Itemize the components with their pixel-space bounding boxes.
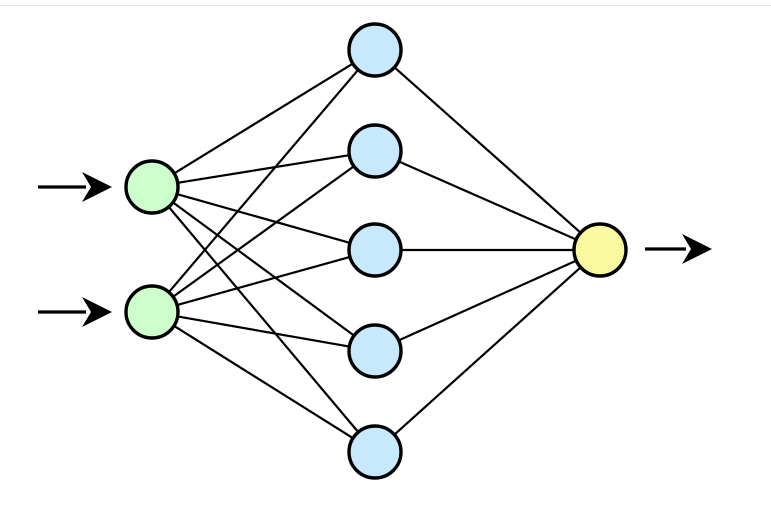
nn-edge [396, 258, 579, 343]
nn-node-hidden-5[interactable] [347, 424, 403, 480]
nn-edge [392, 65, 583, 235]
nn-edge [171, 323, 356, 441]
nn-node-input-1[interactable] [124, 159, 180, 215]
nn-node-hidden-4[interactable] [347, 323, 403, 379]
nn-node-hidden-3[interactable] [347, 222, 403, 278]
nn-node-input-2[interactable] [124, 284, 180, 340]
output-arrow-icon [645, 234, 712, 264]
nn-edge [166, 204, 361, 435]
nn-edge [174, 255, 353, 307]
arrows-group [38, 172, 712, 327]
nn-edge [175, 153, 352, 185]
nodes-group [124, 22, 628, 480]
input-arrow-icon [38, 172, 112, 202]
nn-edge [170, 200, 357, 338]
nn-node-hidden-2[interactable] [347, 123, 403, 179]
arrow-head [82, 297, 112, 327]
nn-edge [166, 67, 361, 295]
input-arrow-icon [38, 297, 112, 327]
arrow-head [682, 234, 712, 264]
top-divider [0, 5, 771, 6]
nn-edge [396, 159, 579, 242]
nn-edge [175, 315, 352, 348]
nn-node-hidden-1[interactable] [347, 22, 403, 78]
nn-edge [171, 61, 356, 176]
nn-edge [174, 192, 353, 245]
nn-edge [170, 164, 357, 299]
nn-edge [392, 265, 583, 437]
edges-group [166, 61, 583, 441]
nn-node-output-1[interactable] [572, 222, 628, 278]
arrow-head [82, 172, 112, 202]
